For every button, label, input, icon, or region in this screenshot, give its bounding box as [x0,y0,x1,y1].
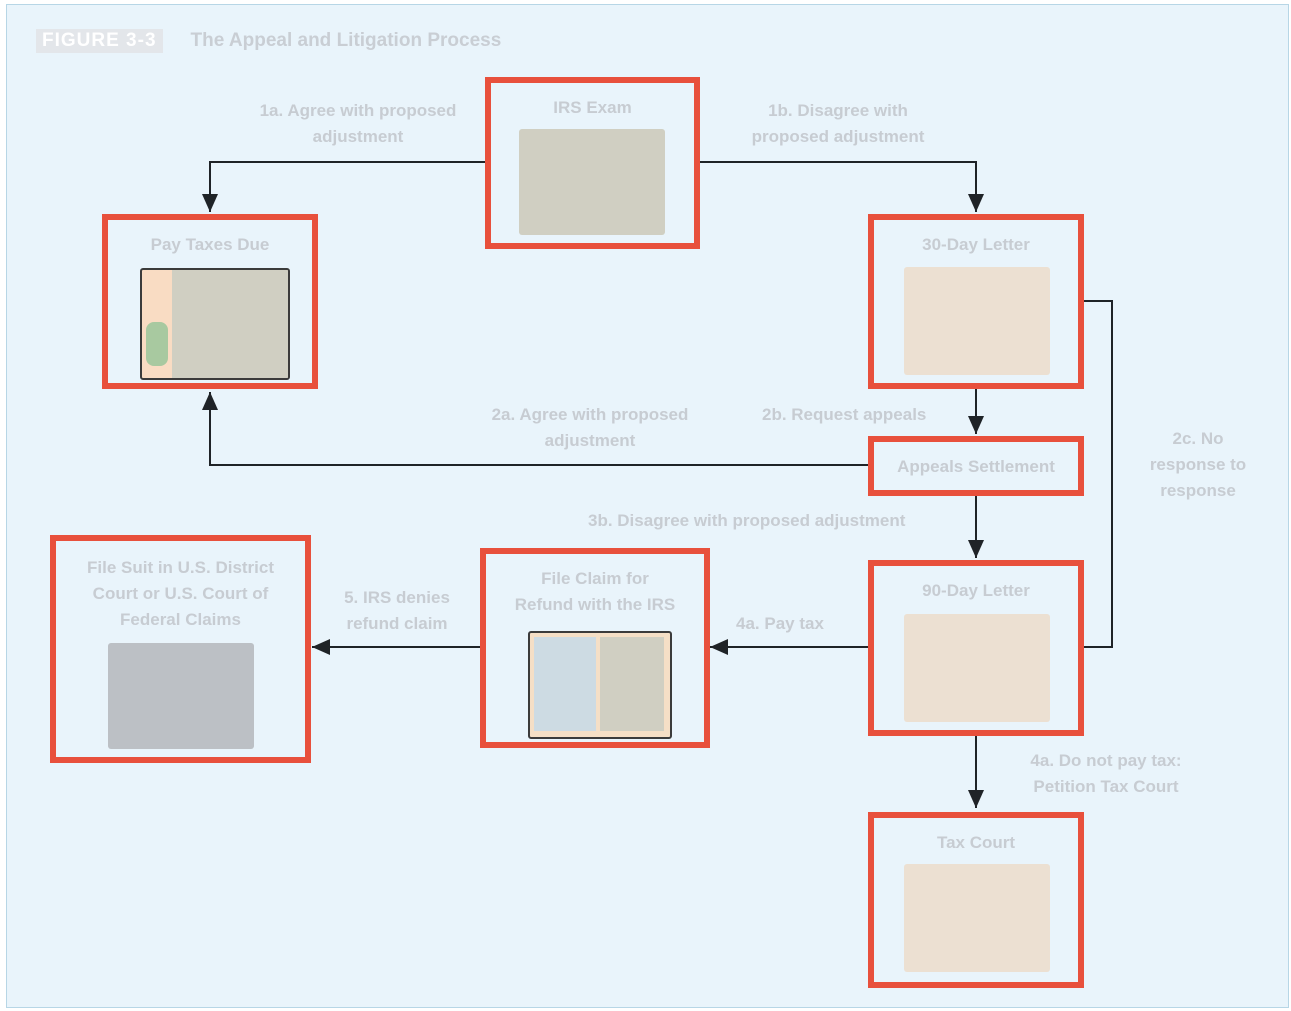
pay-taxes-image [140,268,290,380]
node-appeals-settlement: Appeals Settlement [868,436,1084,496]
tax-court-image [904,864,1050,972]
file-suit-image [108,643,254,749]
edge-label-3b: 3b. Disagree with proposed adjustment [588,511,906,530]
node-file-suit-title: File Suit in U.S. District Court or U.S.… [86,558,275,629]
30-day-letter-image [904,267,1050,375]
node-30-day-letter: 30-Day Letter [868,214,1084,389]
money-icon [146,322,168,366]
edge-label-5: 5. IRS denies refund claim [344,588,450,633]
node-appeals-settlement-title: Appeals Settlement [897,457,1055,476]
node-file-claim-refund-title: File Claim for Refund with the IRS [514,569,676,614]
figure-header: FIGURE 3-3 The Appeal and Litigation Pro… [36,29,502,53]
edge-label-2a: 2a. Agree with proposed adjustment [491,405,689,450]
node-pay-taxes-due-title: Pay Taxes Due [150,235,270,254]
arrow-1b [699,161,984,212]
arrow-2c [1082,300,1113,648]
node-90-day-letter-title: 90-Day Letter [922,581,1030,600]
edge-label-2c: 2c. No response to response [1149,429,1247,500]
90-day-letter-image [904,614,1050,722]
claim-refund-image [528,631,672,739]
edge-label-2b: 2b. Request appeals [762,405,927,424]
arrow-2a [202,392,868,466]
figure-label: FIGURE 3-3 [36,29,163,53]
node-file-suit: File Suit in U.S. District Court or U.S.… [50,535,311,763]
node-90-day-letter: 90-Day Letter [868,560,1084,736]
edge-label-4b: 4a. Do not pay tax: Petition Tax Court [1030,751,1182,796]
arrow-1a [202,161,485,212]
node-tax-court: Tax Court [868,812,1084,988]
claim-refund-form [534,637,596,731]
node-file-claim-refund: File Claim for Refund with the IRS [480,548,710,748]
pay-taxes-photo [172,270,288,378]
edge-label-4a: 4a. Pay tax [736,614,824,633]
node-irs-exam: IRS Exam [485,77,700,249]
edge-label-1b: 1b. Disagree with proposed adjustment [751,101,925,146]
irs-exam-image [519,129,665,235]
node-pay-taxes-due: Pay Taxes Due [102,214,318,389]
edge-label-1a: 1a. Agree with proposed adjustment [259,101,457,146]
node-tax-court-title: Tax Court [936,833,1016,852]
node-30-day-letter-title: 30-Day Letter [922,235,1030,254]
claim-refund-photo [600,637,664,731]
node-irs-exam-title: IRS Exam [553,98,632,117]
figure-title: The Appeal and Litigation Process [190,30,502,51]
